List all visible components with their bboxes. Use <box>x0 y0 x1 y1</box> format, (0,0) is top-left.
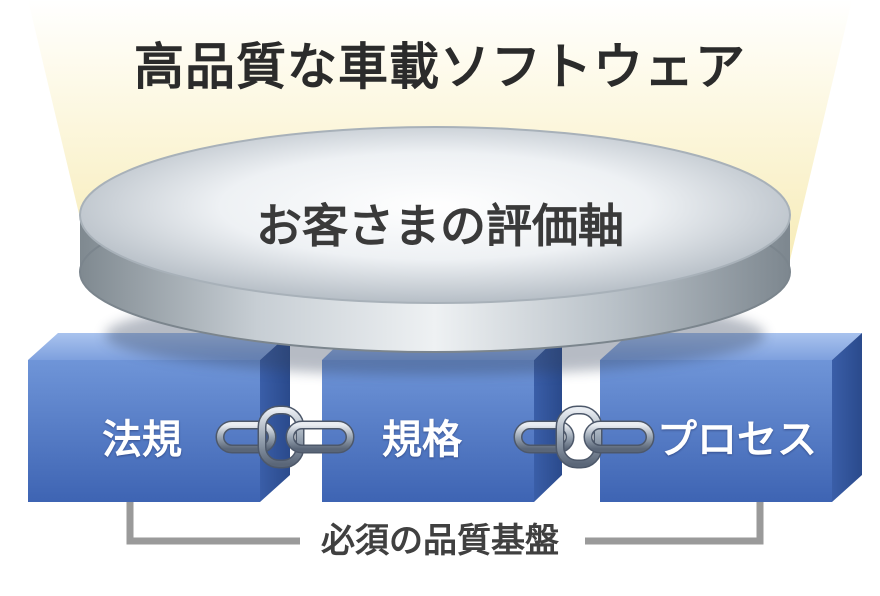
chain-link-right <box>513 405 655 469</box>
block-label-standards: 規格 <box>382 417 462 463</box>
foundation-label: 必須の品質基盤 <box>321 521 559 561</box>
block-label-regulations: 法規 <box>102 417 182 463</box>
chain-link-left <box>215 405 355 469</box>
disk-label: お客さまの評価軸 <box>256 199 624 253</box>
block-label-process: プロセス <box>657 417 817 463</box>
page-title: 高品質な車載ソフトウェア <box>134 38 746 96</box>
foundation-label-backing <box>300 520 585 564</box>
evaluation-disk <box>79 126 791 353</box>
foundation-bracket <box>126 496 764 545</box>
